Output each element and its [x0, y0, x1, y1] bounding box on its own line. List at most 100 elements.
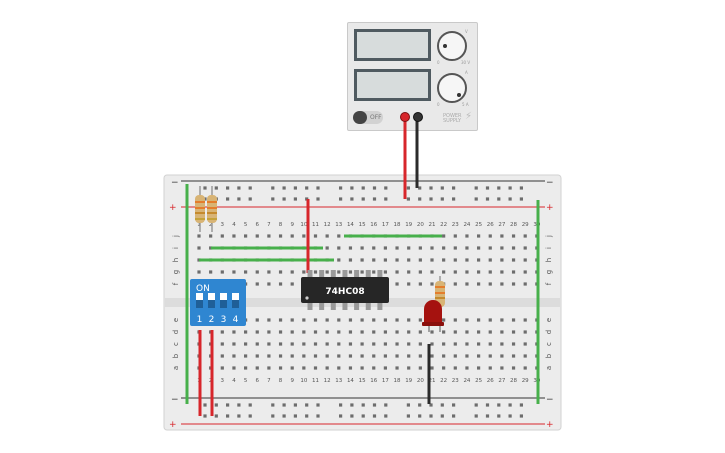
hole[interactable] — [337, 258, 341, 262]
hole[interactable] — [220, 270, 224, 274]
hole[interactable] — [418, 342, 422, 346]
hole[interactable] — [313, 318, 318, 322]
hole[interactable] — [418, 246, 422, 250]
hole[interactable] — [418, 330, 422, 334]
hole[interactable] — [360, 354, 364, 358]
hole[interactable] — [523, 282, 527, 286]
hole[interactable] — [290, 282, 294, 286]
hole[interactable] — [523, 270, 527, 274]
rail-hole[interactable] — [203, 414, 207, 418]
hole[interactable] — [255, 366, 259, 370]
hole[interactable] — [488, 246, 492, 250]
hole[interactable] — [197, 234, 201, 238]
hole[interactable] — [348, 366, 353, 370]
hole[interactable] — [232, 330, 236, 334]
hole[interactable] — [523, 330, 527, 334]
rail-hole[interactable] — [361, 403, 365, 407]
rail-hole[interactable] — [418, 414, 422, 418]
hole[interactable] — [407, 318, 411, 322]
hole[interactable] — [477, 246, 481, 250]
dip-toggle-2[interactable] — [208, 293, 215, 300]
rail-hole[interactable] — [406, 403, 410, 407]
rail-hole[interactable] — [350, 403, 354, 407]
rail-hole[interactable] — [248, 186, 252, 190]
hole[interactable] — [244, 330, 248, 334]
dip-toggle-slot[interactable] — [208, 293, 215, 308]
hole[interactable] — [465, 270, 469, 274]
hole[interactable] — [465, 258, 469, 262]
hole[interactable] — [430, 354, 434, 358]
rail-hole[interactable] — [316, 414, 320, 418]
hole[interactable] — [442, 246, 446, 250]
hole[interactable] — [477, 330, 481, 334]
rail-hole[interactable] — [508, 197, 512, 201]
hole[interactable] — [255, 354, 259, 358]
hole[interactable] — [372, 330, 376, 334]
hole[interactable] — [465, 246, 469, 250]
hole[interactable] — [383, 354, 387, 358]
hole[interactable] — [360, 318, 364, 322]
rail-hole[interactable] — [226, 403, 230, 407]
hole[interactable] — [418, 354, 422, 358]
dip-toggle-slot[interactable] — [232, 293, 239, 308]
hole[interactable] — [372, 318, 376, 322]
hole[interactable] — [278, 342, 283, 346]
resistor-1[interactable] — [195, 186, 205, 232]
rail-hole[interactable] — [384, 197, 388, 201]
hole[interactable] — [290, 354, 294, 358]
hole[interactable] — [348, 246, 353, 250]
hole[interactable] — [255, 318, 259, 322]
hole[interactable] — [290, 234, 294, 238]
rail-hole[interactable] — [519, 403, 523, 407]
hole[interactable] — [313, 342, 318, 346]
hole[interactable] — [395, 366, 399, 370]
hole[interactable] — [500, 282, 504, 286]
rail-hole[interactable] — [429, 414, 433, 418]
rail-hole[interactable] — [418, 403, 422, 407]
hole[interactable] — [360, 258, 364, 262]
rail-hole[interactable] — [497, 197, 501, 201]
hole[interactable] — [477, 354, 481, 358]
rail-hole[interactable] — [293, 414, 297, 418]
rail-hole[interactable] — [485, 186, 490, 190]
hole[interactable] — [395, 342, 399, 346]
hole[interactable] — [348, 342, 353, 346]
hole[interactable] — [442, 234, 446, 238]
rail-hole[interactable] — [226, 197, 230, 201]
hole[interactable] — [500, 234, 504, 238]
hole[interactable] — [337, 354, 341, 358]
hole[interactable] — [302, 366, 306, 370]
hole[interactable] — [372, 258, 376, 262]
dip-toggle-slot[interactable] — [220, 293, 227, 308]
hole[interactable] — [278, 270, 283, 274]
hole[interactable] — [500, 318, 504, 322]
hole[interactable] — [523, 318, 527, 322]
rail-hole[interactable] — [474, 197, 478, 201]
hole[interactable] — [407, 342, 411, 346]
hole[interactable] — [453, 234, 457, 238]
hole[interactable] — [348, 258, 353, 262]
rail-hole[interactable] — [406, 197, 410, 201]
rail-hole[interactable] — [282, 403, 286, 407]
hole[interactable] — [465, 234, 469, 238]
rail-hole[interactable] — [203, 186, 207, 190]
rail-hole[interactable] — [474, 414, 478, 418]
rail-hole[interactable] — [372, 403, 377, 407]
rail-hole[interactable] — [214, 414, 218, 418]
hole[interactable] — [372, 246, 376, 250]
hole[interactable] — [453, 330, 457, 334]
hole[interactable] — [313, 330, 318, 334]
hole[interactable] — [453, 258, 457, 262]
rail-hole[interactable] — [372, 197, 377, 201]
hole[interactable] — [290, 366, 294, 370]
hole[interactable] — [442, 366, 446, 370]
hole[interactable] — [290, 270, 294, 274]
hole[interactable] — [442, 270, 446, 274]
rail-hole[interactable] — [237, 414, 241, 418]
hole[interactable] — [337, 234, 341, 238]
hole[interactable] — [500, 246, 504, 250]
hole[interactable] — [430, 366, 434, 370]
hole[interactable] — [232, 234, 236, 238]
rail-hole[interactable] — [406, 186, 410, 190]
resistor-led[interactable] — [435, 276, 445, 310]
